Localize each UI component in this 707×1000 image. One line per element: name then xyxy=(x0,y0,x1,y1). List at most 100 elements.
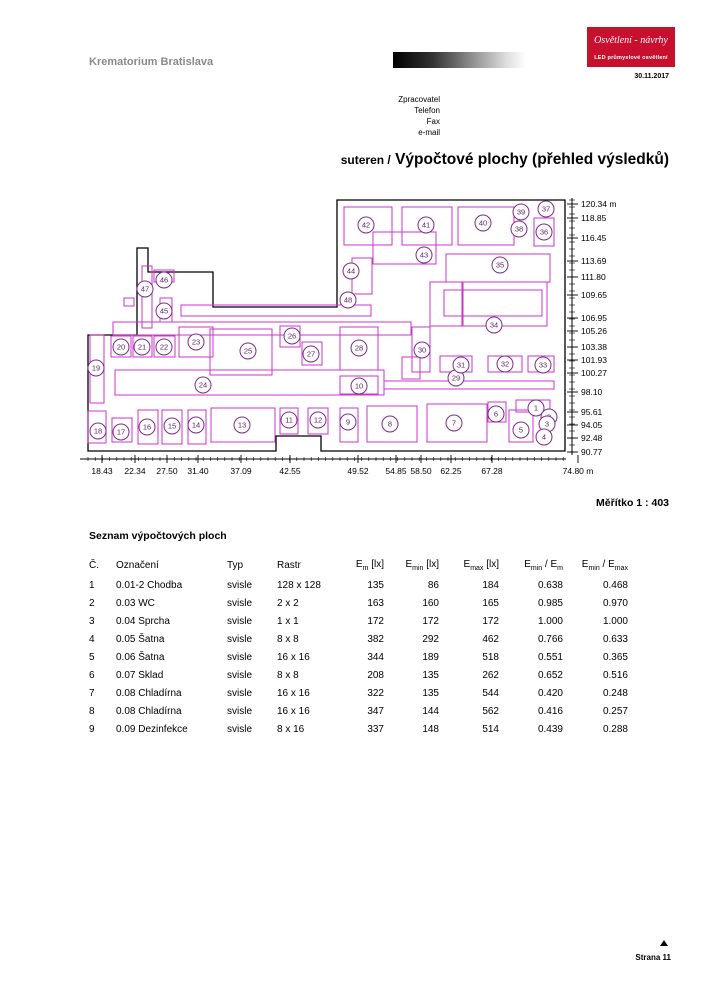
contact-block: Zpracovatel Telefon Fax e-mail xyxy=(360,94,440,138)
cell-emin: 86 xyxy=(427,579,439,591)
marker-circle xyxy=(136,280,154,298)
logo-subtitle: LED průmyslové osvětlení xyxy=(594,55,668,61)
cell-uniformity-emax: 0.288 xyxy=(602,723,628,735)
marker-circle xyxy=(350,377,368,395)
marker-circle xyxy=(309,411,327,429)
marker-label: 4 xyxy=(542,433,546,442)
x-tick-label: 54.85 xyxy=(385,466,407,476)
cell-emax: 184 xyxy=(482,579,499,591)
marker-19: 19 xyxy=(87,359,105,377)
y-tick-label: 111.80 xyxy=(581,272,606,282)
cell-number: 9 xyxy=(89,723,95,735)
calc-surface xyxy=(401,206,453,246)
marker-label: 47 xyxy=(141,285,149,294)
marker-label: 45 xyxy=(160,307,168,316)
marker-32: 32 xyxy=(496,355,514,373)
cell-grid: 8 x 16 xyxy=(277,723,305,735)
cell-em: 322 xyxy=(367,687,384,699)
marker-label: 44 xyxy=(347,267,355,276)
page-up-arrow xyxy=(660,940,668,946)
cell-uniformity-em: 0.439 xyxy=(537,723,563,735)
marker-41: 41 xyxy=(417,216,435,234)
marker-20: 20 xyxy=(112,338,130,356)
col-header-emin: Emin [lx] xyxy=(405,558,439,572)
cell-uniformity-em: 0.652 xyxy=(537,669,563,681)
marker-label: 30 xyxy=(418,346,426,355)
marker-label: 16 xyxy=(143,423,151,432)
cell-emax: 562 xyxy=(482,705,499,717)
cell-name: 0.07 Sklad xyxy=(116,669,164,681)
header-gradient-bar xyxy=(393,52,526,68)
marker-circle xyxy=(512,421,530,439)
marker-label: 34 xyxy=(490,321,498,330)
y-tick-label: 118.85 xyxy=(581,213,607,223)
marker-circle xyxy=(339,291,357,309)
cell-emin: 135 xyxy=(422,687,439,699)
cell-emax: 518 xyxy=(482,651,499,663)
marker-label: 13 xyxy=(238,421,246,430)
marker-circle xyxy=(339,413,357,431)
marker-label: 24 xyxy=(199,381,207,390)
calc-surface xyxy=(178,326,214,358)
calc-surface xyxy=(87,410,107,444)
marker-47: 47 xyxy=(136,280,154,298)
y-tick-label: 109.65 xyxy=(581,290,607,300)
marker-circle xyxy=(155,271,173,289)
marker-label: 36 xyxy=(540,228,548,237)
marker-label: 25 xyxy=(244,347,252,356)
y-tick-label: 92.48 xyxy=(581,433,603,443)
cell-em: 163 xyxy=(367,597,384,609)
marker-21: 21 xyxy=(133,338,151,356)
marker-28: 28 xyxy=(350,339,368,357)
calc-surface xyxy=(161,409,183,445)
floor-label: suteren / xyxy=(340,153,391,167)
calc-surface xyxy=(114,369,385,396)
marker-circle xyxy=(474,214,492,232)
marker-48: 48 xyxy=(339,291,357,309)
marker-label: 27 xyxy=(307,350,315,359)
marker-33: 33 xyxy=(534,356,552,374)
y-tick-label: 90.77 xyxy=(581,447,603,457)
y-tick-label: 95.61 xyxy=(581,407,603,417)
marker-26: 26 xyxy=(283,327,301,345)
cell-emax: 165 xyxy=(482,597,499,609)
marker-label: 38 xyxy=(515,225,523,234)
marker-14: 14 xyxy=(187,416,205,434)
marker-label: 33 xyxy=(539,361,547,370)
calc-surface xyxy=(209,328,273,376)
y-tick-label: 116.45 xyxy=(581,233,607,243)
cell-grid: 16 x 16 xyxy=(277,687,310,699)
marker-circle xyxy=(534,356,552,374)
document-date: 30.11.2017 xyxy=(634,73,669,80)
marker-10: 10 xyxy=(350,377,368,395)
marker-label: 6 xyxy=(494,410,498,419)
marker-40: 40 xyxy=(474,214,492,232)
col-header-type: Typ xyxy=(227,559,244,571)
list-title: Seznam výpočtových ploch xyxy=(89,530,227,542)
marker-circle xyxy=(417,216,435,234)
cell-name: 0.03 WC xyxy=(116,597,155,609)
marker-25: 25 xyxy=(239,342,257,360)
company-logo: Osvětlení - návrhy LED průmyslové osvětl… xyxy=(587,27,675,67)
cell-type: svisle xyxy=(227,597,253,609)
marker-label: 15 xyxy=(168,422,176,431)
marker-46: 46 xyxy=(155,271,173,289)
cell-em: 344 xyxy=(367,651,384,663)
table-header-row: Č. Označení Typ Rastr Em [lx] Emin [lx] … xyxy=(89,554,628,576)
cell-emax: 514 xyxy=(482,723,499,735)
marker-39: 39 xyxy=(512,203,530,221)
cell-uniformity-em: 0.551 xyxy=(537,651,563,663)
x-tick-label: 18.43 xyxy=(91,466,113,476)
contact-label-processor: Zpracovatel xyxy=(398,95,440,104)
marker-36: 36 xyxy=(535,223,553,241)
marker-7: 7 xyxy=(445,414,463,432)
marker-18: 18 xyxy=(89,422,107,440)
cell-name: 0.08 Chladírna xyxy=(116,687,182,699)
cell-uniformity-emax: 0.633 xyxy=(602,633,628,645)
marker-34: 34 xyxy=(485,316,503,334)
cell-uniformity-em: 1.000 xyxy=(537,615,563,627)
col-header-uniformity-em: Emin / Em xyxy=(524,558,563,572)
